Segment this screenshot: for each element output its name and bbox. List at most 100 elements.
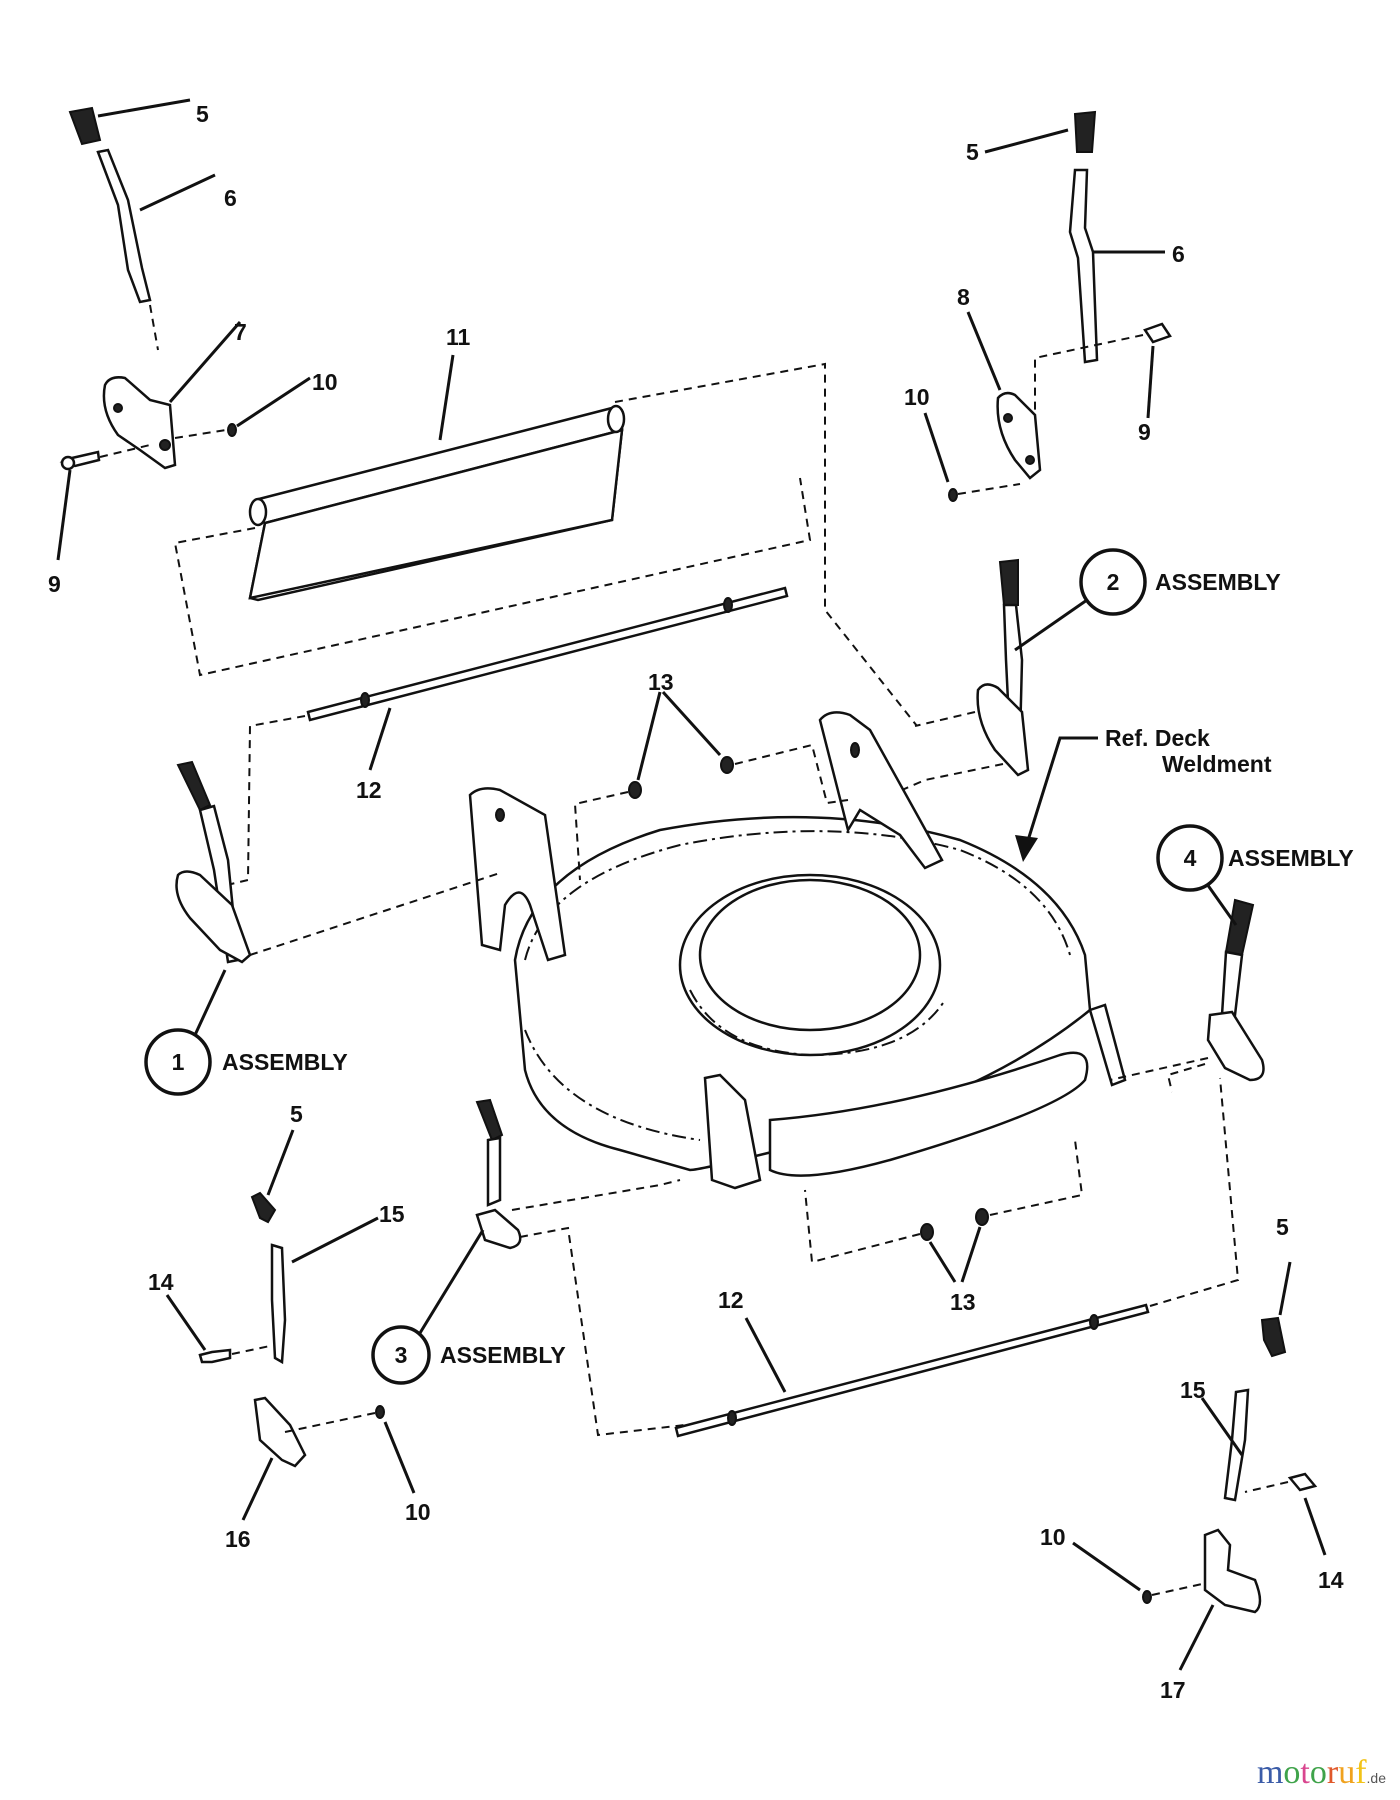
- assembly-2-circle: [1079, 548, 1147, 616]
- assembly-3-bracket: [475, 1208, 522, 1250]
- deck-weldment: [468, 711, 1127, 1190]
- nut-10-lower-right: [1142, 1590, 1152, 1604]
- nut-dash-right: [957, 483, 1021, 495]
- callout-6: 6: [224, 185, 237, 211]
- nut-10-upper-right: [948, 488, 958, 502]
- leader-10-ur: [923, 412, 950, 483]
- axle-collar: [727, 1410, 737, 1426]
- ref-label-group: Ref. Deck Weldment: [1015, 725, 1272, 862]
- upper-left-lever-group: 5 6 7 10 9: [48, 98, 338, 597]
- bracket-17: [1203, 1528, 1262, 1614]
- leader-5-ll: [266, 1129, 295, 1196]
- leader-5: [97, 98, 191, 118]
- assembly-3-dash-a: [511, 1179, 681, 1211]
- callout-5: 5: [196, 101, 209, 127]
- nut-13-upper-b: [720, 756, 734, 774]
- nut-10-lower-left: [375, 1405, 385, 1419]
- ref-label-line2: Weldment: [1162, 751, 1272, 777]
- callout-5-ur: 5: [966, 139, 979, 165]
- callout-9: 9: [48, 571, 61, 597]
- assembly-2-number: 2: [1107, 569, 1120, 595]
- callout-7: 7: [234, 319, 247, 345]
- ref-leader: [1023, 736, 1098, 851]
- leader-11: [438, 354, 455, 441]
- leader-9: [56, 469, 72, 561]
- logo-letter: f: [1355, 1754, 1367, 1791]
- grip-5-upper-left: [68, 106, 102, 146]
- ref-label-line1: Ref. Deck: [1105, 725, 1210, 751]
- grip-5-lower-left: [250, 1191, 277, 1224]
- assembly-2-grip: [998, 558, 1019, 606]
- leader-12-lower: [744, 1317, 787, 1393]
- deck-outline-dashdot: [524, 830, 1071, 961]
- bolt-14-lower-left: [198, 1348, 232, 1364]
- assembly-2-label: ASSEMBLY: [1155, 569, 1281, 595]
- callout-16: 16: [225, 1526, 251, 1552]
- assembly-1-bracket: [175, 870, 252, 964]
- callout-10-ll: 10: [405, 1499, 431, 1525]
- callout-12-lower: 12: [718, 1287, 744, 1313]
- deck-hole: [495, 808, 505, 822]
- nut13-dash-lower: [804, 1189, 921, 1264]
- leader-13-upper-a: [636, 691, 662, 781]
- deck-ring-dashdot: [689, 989, 946, 1057]
- baffle-end: [606, 404, 626, 434]
- leader-16: [241, 1457, 274, 1521]
- leader-17: [1178, 1604, 1215, 1671]
- bolt-head: [60, 455, 76, 471]
- axle-collar: [360, 692, 370, 708]
- bracket-16: [253, 1396, 307, 1468]
- assembly-1-leader: [193, 969, 227, 1036]
- logo-letter: u: [1338, 1754, 1356, 1791]
- assembly-1-group: 1 ASSEMBLY: [144, 760, 501, 1096]
- assembly-2-group: 2 ASSEMBLY: [901, 548, 1281, 791]
- bracket-hole: [1025, 455, 1035, 465]
- callout-11: 11: [446, 324, 471, 350]
- assembly-4-leader: [1205, 883, 1238, 926]
- assembly-1-dash: [249, 872, 501, 956]
- callout-13-upper: 13: [648, 669, 674, 695]
- rear-baffle-group: 11: [173, 324, 918, 727]
- axle-12-lower: [674, 1303, 1150, 1438]
- lever-15-lower-left: [270, 1243, 287, 1365]
- grip-5-lower-right: [1260, 1316, 1287, 1358]
- leader-12-upper: [368, 707, 392, 771]
- callout-13-lower: 13: [950, 1289, 976, 1315]
- lower-left-lever-group: 5 15 14 16 10: [148, 1101, 431, 1552]
- bolt-dash: [99, 444, 151, 458]
- bracket-7: [102, 376, 177, 470]
- assembly-4-group: 4 ASSEMBLY: [1109, 824, 1354, 1093]
- nut-10-upper-left: [227, 423, 237, 437]
- axle-left-dash: [226, 715, 306, 886]
- logo-letter: r: [1326, 1754, 1339, 1791]
- upper-axle-group: 12: [226, 586, 789, 886]
- logo-letter: o: [1309, 1754, 1327, 1791]
- axle-lower-dash-right: [1149, 1077, 1240, 1307]
- leader-14-ll: [165, 1294, 207, 1351]
- deck-rim-dashdot: [524, 1029, 701, 1141]
- baffle-end: [248, 497, 268, 527]
- callout-5-ll: 5: [290, 1101, 303, 1127]
- lever-6-upper-left: [96, 148, 152, 304]
- logo-tld: .de: [1366, 1770, 1386, 1786]
- callout-10: 10: [312, 369, 338, 395]
- leader-13-lower-a: [928, 1241, 957, 1283]
- deck-front-bracket-right: [1088, 1003, 1127, 1087]
- callout-10-ur: 10: [904, 384, 930, 410]
- watermark-logo: motoruf.de: [1257, 1754, 1386, 1792]
- leader-5-lr: [1278, 1261, 1292, 1316]
- logo-letter: t: [1300, 1754, 1310, 1791]
- deck-front-bracket-left: [703, 1073, 762, 1190]
- assembly-2-bracket: [976, 683, 1030, 777]
- leader-10-ll: [383, 1421, 416, 1494]
- grip-5-upper-right: [1073, 110, 1097, 153]
- leader-7: [168, 321, 242, 403]
- assembly-1-number: 1: [172, 1049, 185, 1075]
- bracket-8: [996, 391, 1042, 480]
- assembly-3-grip: [475, 1098, 504, 1142]
- assembly-3-lever: [486, 1136, 502, 1207]
- assembly-3-group: 3 ASSEMBLY: [371, 1098, 686, 1437]
- callout-8: 8: [957, 284, 970, 310]
- callout-14-ll: 14: [148, 1269, 174, 1295]
